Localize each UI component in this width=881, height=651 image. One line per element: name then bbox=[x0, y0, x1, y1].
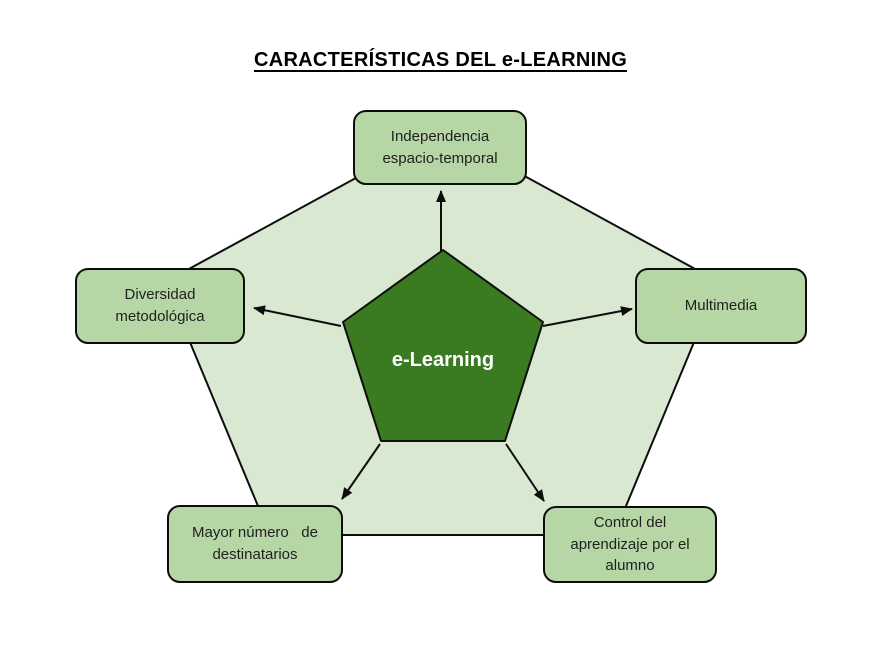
node-control-aprendizaje-alumno: Control del aprendizaje por el alumno bbox=[543, 506, 717, 583]
node-mayor-numero-destinatarios: Mayor número de destinatarios bbox=[167, 505, 343, 583]
center-pentagon-label: e-Learning bbox=[391, 349, 495, 371]
diagram-title: CARACTERÍSTICAS DEL e-LEARNING bbox=[253, 49, 628, 71]
arrow-to-left-icon bbox=[253, 305, 342, 327]
node-independencia-espacio-temporal: Independencia espacio-temporal bbox=[353, 110, 527, 185]
arrow-to-bottom-left-icon bbox=[341, 443, 381, 500]
node-diversidad-metodologica: Diversidad metodológica bbox=[75, 268, 245, 344]
arrow-to-bottom-right-icon bbox=[505, 443, 545, 502]
node-multimedia: Multimedia bbox=[635, 268, 807, 344]
arrow-to-right-icon bbox=[542, 306, 633, 327]
center-pentagon bbox=[342, 249, 544, 442]
